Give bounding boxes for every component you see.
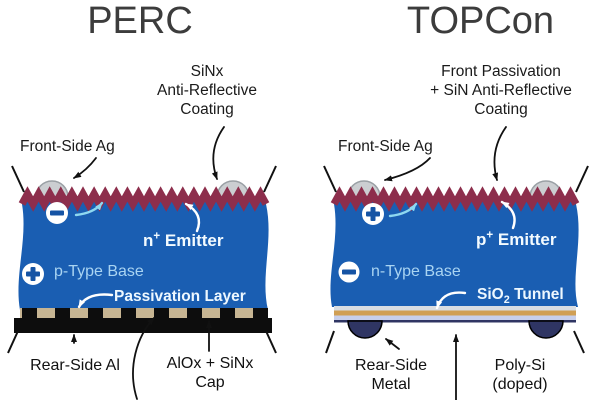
electron-icon <box>46 202 68 224</box>
tunnel-rest: Tunnel <box>514 286 564 303</box>
topcon-rear-line <box>334 320 576 323</box>
perc-passivation-strip <box>20 308 268 320</box>
topcon-polysi-layer <box>334 310 576 316</box>
leader-arrow <box>388 202 418 218</box>
topcon-tunnel-label: SiO2 Tunnel <box>477 286 564 307</box>
perc-rear-contact-opening <box>187 308 202 320</box>
leader-arrow <box>384 157 431 182</box>
cell-edge-tick <box>7 330 19 354</box>
leader-arrow <box>500 200 516 230</box>
perc-arc-label: SiNx Anti-Reflective Coating <box>117 62 297 120</box>
perc-arc-line3: Coating <box>180 101 234 119</box>
perc-emitter-rest: Emitter <box>164 231 224 250</box>
perc-cell-body <box>18 194 269 310</box>
topcon-polysi-label: Poly-Si (doped) <box>459 357 581 395</box>
perc-passivation-label: Passivation Layer <box>114 288 246 305</box>
cell-edge-tick <box>575 165 589 193</box>
perc-emitter-base: n <box>143 231 154 250</box>
topcon-cell-body <box>330 194 579 307</box>
leader-arrow <box>211 126 225 180</box>
leader-arrow <box>385 338 400 350</box>
perc-rear-contact-opening <box>220 308 235 320</box>
perc-rear-al-layer <box>14 318 272 333</box>
perc-rear-contact-opening <box>253 308 268 320</box>
topcon-front-ag-label: Front-Side Ag <box>338 138 433 155</box>
topcon-emitter-label: p+Emitter <box>476 230 556 250</box>
electron-icon <box>338 261 360 283</box>
perc-arc-line2: Anti-Reflective <box>157 82 257 100</box>
topcon-rear-metal-line2: Metal <box>371 375 411 393</box>
perc-cap-line1: AlOx + SiNx <box>166 355 254 372</box>
topcon-base-label: n-Type Base <box>371 263 461 280</box>
perc-rear-contact-opening <box>154 308 169 320</box>
topcon-rear-metal-bump <box>528 320 564 339</box>
perc-arc-line1: SiNx <box>190 63 224 80</box>
tunnel-base: SiO <box>477 286 504 303</box>
topcon-emitter-rest: Emitter <box>497 230 557 249</box>
perc-rear-al-label: Rear-Side Al <box>30 357 120 374</box>
topcon-arc-line3: Coating <box>474 101 528 119</box>
perc-cap-label: AlOx + SiNx Cap <box>150 355 270 393</box>
perc-rear-contact-opening <box>121 308 136 320</box>
perc-base-label: p-Type Base <box>54 263 144 280</box>
cell-edge-tick <box>11 165 25 193</box>
topcon-rear-metal-label: Rear-Side Metal <box>331 357 451 395</box>
topcon-arc-line2: + SiN Anti-Reflective <box>430 82 572 100</box>
perc-rear-contact-opening <box>88 308 103 320</box>
topcon-arc-label: Front Passivation + SiN Anti-Reflective … <box>410 62 592 120</box>
leader-arrow <box>435 291 467 310</box>
cell-edge-tick <box>265 330 277 354</box>
leader-arrow <box>132 317 155 400</box>
arc-zigzag-layer <box>18 186 270 212</box>
cell-edge-tick <box>325 330 335 354</box>
perc-emitter-label: n+Emitter <box>143 231 223 251</box>
leader-arrow <box>73 157 97 179</box>
tunnel-sub: 2 <box>503 294 510 307</box>
leader-arrow <box>184 202 201 233</box>
topcon-cell <box>330 180 580 339</box>
arc-zigzag-layer <box>330 186 580 212</box>
topcon-emitter-sup: + <box>486 229 494 242</box>
perc-title: PERC <box>87 0 193 42</box>
cell-edge-tick <box>263 165 277 193</box>
perc-rear-contact-opening <box>55 308 70 320</box>
topcon-polysi-line2: (doped) <box>492 375 548 393</box>
leader-arrow <box>74 201 104 217</box>
topcon-polysi-line1: Poly-Si <box>494 357 546 374</box>
cell-edge-tick <box>323 165 337 193</box>
topcon-arc-line1: Front Passivation <box>441 63 561 80</box>
hole-icon <box>22 263 44 285</box>
topcon-rear-metal-bump <box>347 320 383 339</box>
topcon-emitter-base: p <box>476 230 487 249</box>
topcon-title: TOPCon <box>406 0 555 42</box>
topcon-sio2-tunnel-layer <box>334 306 576 311</box>
leader-arrow <box>77 293 114 309</box>
leader-arrow <box>492 126 507 181</box>
topcon-rear-metal-line1: Rear-Side <box>354 357 428 374</box>
hole-icon <box>362 203 384 225</box>
perc-emitter-sup: + <box>153 230 161 243</box>
cell-edge-tick <box>573 330 585 354</box>
perc-cap-line2: Cap <box>195 373 225 391</box>
topcon-rear-capping-layer <box>334 315 576 320</box>
perc-front-ag-label: Front-Side Ag <box>20 138 115 155</box>
perc-rear-contact-opening <box>22 308 37 320</box>
